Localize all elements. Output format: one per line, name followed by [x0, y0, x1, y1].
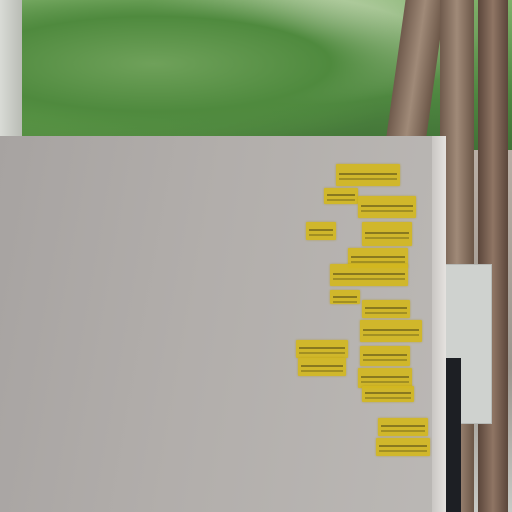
- whiteboard-edge: [432, 136, 446, 512]
- sticky-note: [360, 320, 422, 342]
- dark-post: [445, 358, 461, 512]
- tree-trunk: [478, 0, 508, 512]
- sticky-note: [348, 248, 408, 268]
- sticky-note: [296, 340, 348, 358]
- sticky-note: [324, 188, 358, 204]
- sticky-note: [330, 290, 360, 304]
- sticky-note: [358, 368, 412, 388]
- sticky-note: [298, 358, 346, 376]
- sticky-note: [362, 386, 414, 402]
- sticky-note: [330, 264, 408, 286]
- sticky-note: [360, 346, 410, 366]
- sticky-note: [362, 222, 412, 246]
- sticky-note: [336, 164, 400, 186]
- sticky-note: [306, 222, 336, 240]
- sticky-note: [358, 196, 416, 218]
- sticky-note: [376, 438, 430, 456]
- sticky-note: [378, 418, 428, 436]
- sticky-note: [362, 300, 410, 318]
- window-frame: [0, 0, 22, 140]
